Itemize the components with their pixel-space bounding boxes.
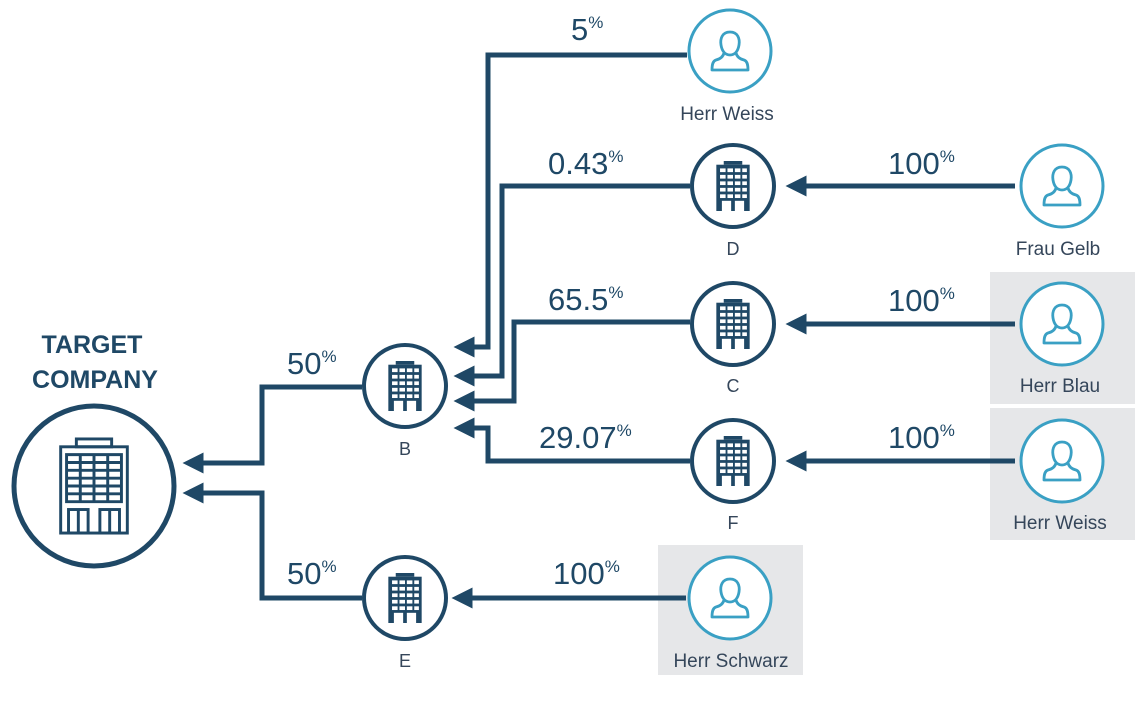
pct-unit: %	[321, 347, 336, 366]
pct-value: 5	[571, 12, 588, 47]
building-icon	[716, 161, 750, 211]
edge-weiss-to-b	[453, 52, 687, 358]
pct-unit: %	[940, 284, 955, 303]
person-weiss-right: Herr Weiss	[1013, 418, 1107, 534]
pct-gelb-d: 100%	[888, 146, 955, 181]
pct-value: 29.07	[539, 420, 617, 455]
pct-weiss-f: 100%	[888, 420, 955, 455]
pct-value: 100	[888, 146, 940, 181]
node-c-label: C	[727, 376, 740, 396]
pct-unit: %	[940, 421, 955, 440]
pct-value: 65.5	[548, 282, 608, 317]
person-blau: Herr Blau	[1019, 281, 1105, 397]
person-schwarz: Herr Schwarz	[673, 555, 789, 672]
person-gelb-label: Frau Gelb	[1016, 239, 1100, 260]
person-schwarz-label: Herr Schwarz	[673, 651, 788, 672]
edge-f-to-b	[453, 417, 690, 464]
edge-e-to-target	[182, 482, 362, 601]
node-f: F	[690, 418, 776, 533]
person-gelb: Frau Gelb	[1016, 143, 1105, 260]
person-weiss-top-label: Herr Weiss	[680, 104, 774, 125]
pct-b-target: 50%	[287, 346, 337, 381]
pct-f-b: 29.07%	[539, 420, 632, 455]
node-f-label: F	[728, 513, 739, 533]
pct-d-b: 0.43%	[548, 146, 623, 181]
pct-value: 50	[287, 346, 321, 381]
node-d-label: D	[727, 239, 740, 259]
building-icon	[716, 436, 750, 486]
node-b-label: B	[399, 439, 411, 459]
pct-unit: %	[608, 283, 623, 302]
building-icon	[388, 573, 422, 623]
node-d: D	[690, 143, 776, 259]
pct-unit: %	[940, 147, 955, 166]
building-icon	[716, 299, 750, 349]
pct-e-target: 50%	[287, 556, 337, 591]
pct-weiss-b: 5%	[571, 12, 603, 47]
pct-schwarz-e: 100%	[553, 556, 620, 591]
pct-unit: %	[588, 13, 603, 32]
pct-value: 100	[553, 556, 605, 591]
edge-d-to-b	[453, 183, 690, 387]
edge-b-to-target	[182, 384, 362, 474]
person-weiss-top: Herr Weiss	[680, 8, 774, 125]
pct-value: 0.43	[548, 146, 608, 181]
node-e: E	[362, 555, 448, 671]
pct-unit: %	[321, 557, 336, 576]
pct-unit: %	[617, 421, 632, 440]
pct-value: 100	[888, 283, 940, 318]
pct-unit: %	[605, 557, 620, 576]
pct-value: 100	[888, 420, 940, 455]
person-weiss-right-label: Herr Weiss	[1013, 513, 1107, 534]
node-c: C	[690, 281, 776, 396]
node-e-label: E	[399, 651, 411, 671]
pct-value: 50	[287, 556, 321, 591]
target-title-line2: COMPANY	[32, 366, 158, 394]
pct-blau-c: 100%	[888, 283, 955, 318]
person-blau-label: Herr Blau	[1020, 376, 1100, 397]
node-b: B	[362, 343, 448, 459]
pct-unit: %	[608, 147, 623, 166]
edge-c-to-b	[453, 319, 690, 412]
target-title-line1: TARGET	[42, 331, 143, 359]
pct-c-b: 65.5%	[548, 282, 623, 317]
building-icon	[388, 361, 422, 411]
